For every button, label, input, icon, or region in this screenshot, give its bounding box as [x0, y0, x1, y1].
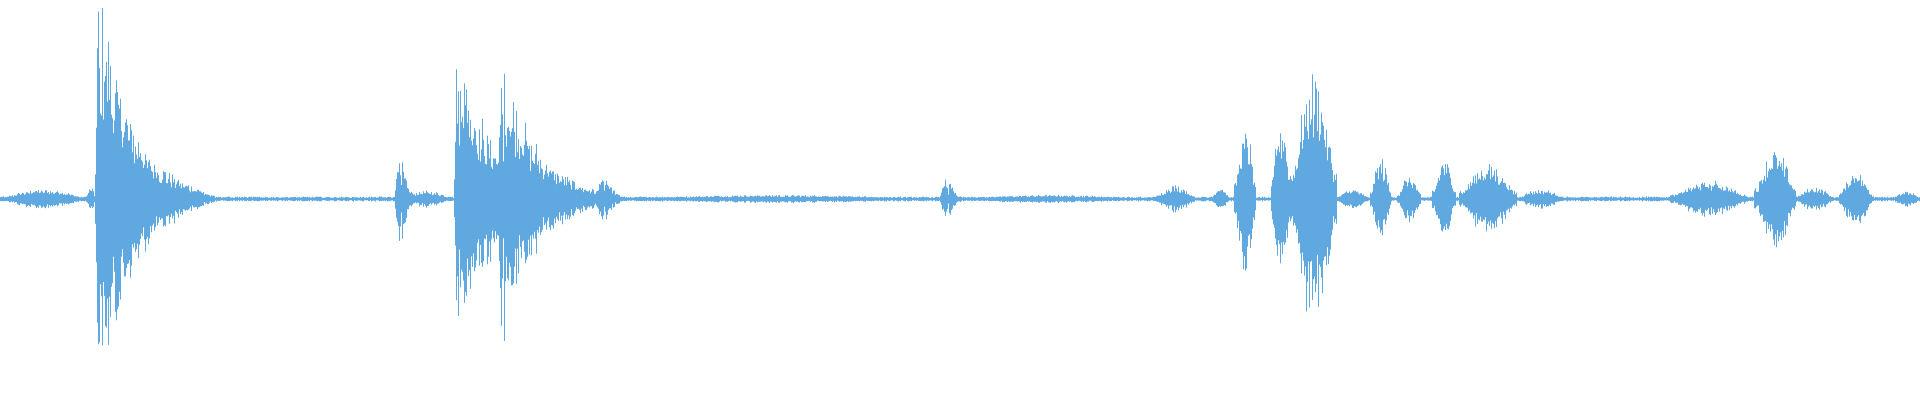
waveform-bars	[0, 8, 1920, 346]
waveform-signal	[0, 8, 1920, 346]
